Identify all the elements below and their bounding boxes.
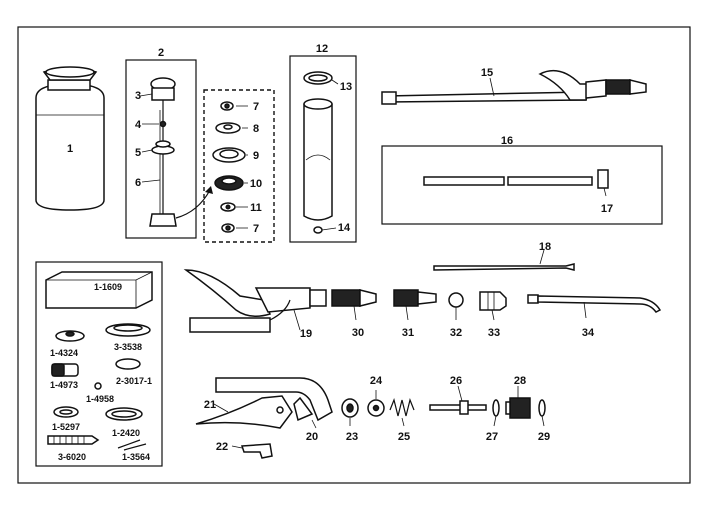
label-19: 19 <box>300 328 312 340</box>
nozzle-33 <box>479 291 507 321</box>
repair-kit-box <box>35 261 163 467</box>
arrow-head <box>205 186 213 194</box>
washer-32 <box>448 292 464 320</box>
label-7-bottom: 7 <box>253 223 259 235</box>
oring-27 <box>492 399 500 427</box>
kit-label-1-1609: 1-1609 <box>94 282 122 292</box>
label-11: 11 <box>250 202 262 214</box>
pump-rod-assembly <box>139 77 177 227</box>
label-34: 34 <box>582 327 595 339</box>
cylinder-group-box <box>289 55 357 243</box>
kit-label-2-3017-1: 2-3017-1 <box>116 376 152 386</box>
seal-parts <box>212 101 248 233</box>
label-21: 21 <box>204 399 216 411</box>
label-32: 32 <box>450 327 462 339</box>
label-5: 5 <box>135 147 141 159</box>
kit-label-1-3564: 1-3564 <box>122 452 150 462</box>
label-3: 3 <box>135 90 141 102</box>
label-10: 10 <box>250 178 262 190</box>
label-25: 25 <box>398 431 410 443</box>
label-16: 16 <box>501 135 513 147</box>
label-7-top: 7 <box>253 101 259 113</box>
label-13: 13 <box>340 81 352 93</box>
trigger-21 <box>195 395 293 429</box>
label-33: 33 <box>488 327 500 339</box>
kit-label-1-4958: 1-4958 <box>86 394 114 404</box>
washer-24 <box>367 390 385 417</box>
shutoff-valve-19 <box>183 269 327 333</box>
label-15: 15 <box>481 67 493 79</box>
pump-group-box <box>125 59 197 239</box>
nozzle-30 <box>331 289 377 321</box>
spring-25 <box>389 398 415 427</box>
extension-tubes <box>423 169 609 197</box>
arrow-to-seals <box>175 189 211 219</box>
valve-body-28 <box>505 386 531 419</box>
nut-23 <box>341 398 359 426</box>
label-1: 1 <box>67 143 73 155</box>
label-26: 26 <box>450 375 462 387</box>
bent-extension-34 <box>527 294 662 319</box>
extension-group-box <box>381 145 663 225</box>
label-23: 23 <box>346 431 358 443</box>
label-6: 6 <box>135 177 141 189</box>
nozzle-31 <box>393 289 437 321</box>
stem-26 <box>429 385 487 415</box>
rod-part-18 <box>433 263 575 271</box>
wand-assembly <box>381 69 647 105</box>
label-2: 2 <box>158 47 164 59</box>
kit-label-1-4324: 1-4324 <box>50 348 78 358</box>
label-12: 12 <box>316 43 328 55</box>
label-24: 24 <box>370 375 383 387</box>
label-28: 28 <box>514 375 526 387</box>
label-8: 8 <box>253 123 259 135</box>
cylinder-parts <box>303 71 339 234</box>
label-31: 31 <box>402 327 414 339</box>
label-30: 30 <box>352 327 364 339</box>
label-17: 17 <box>601 203 613 215</box>
label-14: 14 <box>338 222 351 234</box>
label-22: 22 <box>216 441 228 453</box>
outer-frame <box>17 26 691 484</box>
kit-parts <box>45 271 153 451</box>
clip-22 <box>231 443 273 459</box>
kit-label-1-4973: 1-4973 <box>50 380 78 390</box>
label-18: 18 <box>539 241 551 253</box>
kit-label-3-6020: 3-6020 <box>58 452 86 462</box>
label-27: 27 <box>486 431 498 443</box>
label-9: 9 <box>253 150 259 162</box>
seal-group-box <box>203 89 275 243</box>
label-29: 29 <box>538 431 550 443</box>
kit-label-1-5297: 1-5297 <box>52 422 80 432</box>
oring-29 <box>538 399 546 427</box>
kit-label-3-3538: 3-3538 <box>114 342 142 352</box>
label-20: 20 <box>306 431 318 443</box>
label-4: 4 <box>135 119 142 131</box>
tank-part: 1 <box>35 66 105 211</box>
handle-body-20 <box>215 377 333 429</box>
kit-label-1-2420: 1-2420 <box>112 428 140 438</box>
